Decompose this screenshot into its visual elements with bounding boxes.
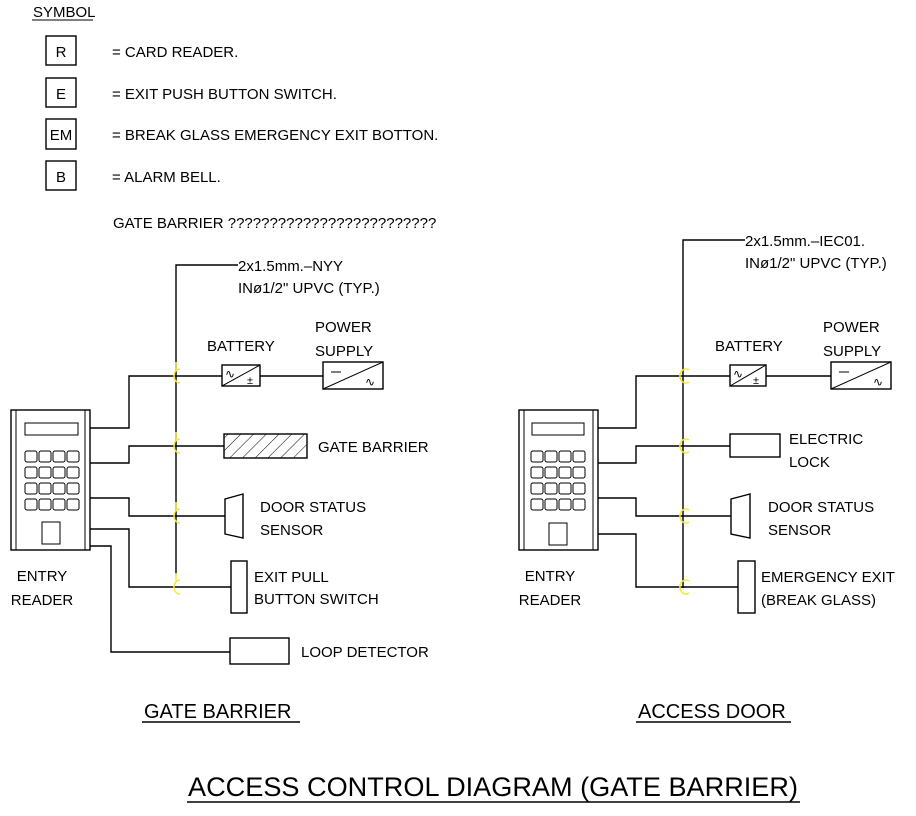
legend-note: GATE BARRIER ????????????????????????? — [113, 215, 436, 232]
entry-reader-label-1: ENTRY — [17, 568, 68, 585]
wire-gate-barrier — [90, 445, 224, 464]
gate-barrier-label: GATE BARRIER — [318, 439, 429, 456]
battery-label: BATTERY — [207, 338, 275, 355]
legend-desc-break-glass: = BREAK GLASS EMERGENCY EXIT BOTTON. — [112, 127, 438, 144]
exit-switch-label-1: EXIT PULL — [254, 569, 329, 586]
svg-text:±: ± — [753, 375, 759, 387]
wire-crossover-marks — [173, 362, 181, 595]
legend-symbol-r: R — [56, 44, 67, 61]
main-title: ACCESS CONTROL DIAGRAM (GATE BARRIER) — [188, 772, 798, 802]
cable-riser-line — [175, 264, 238, 575]
door-sensor-label-2: SENSOR — [768, 522, 832, 539]
wire-battery — [90, 375, 222, 429]
svg-text:∿: ∿ — [225, 367, 235, 381]
legend-symbol-em: EM — [50, 127, 73, 144]
door-sensor-label-1: DOOR STATUS — [768, 499, 874, 516]
emergency-exit-icon — [737, 560, 756, 614]
access-door-diagram: 2x1.5mm.–IEC01. INø1/2" UPVC (TYP.) ENTR… — [518, 233, 895, 723]
legend-symbol-e: E — [56, 86, 66, 103]
wire-emergency-exit — [598, 533, 738, 588]
wire-electric-lock — [598, 445, 730, 464]
gate-barrier-title: GATE BARRIER — [144, 701, 291, 723]
cable-riser-line — [682, 239, 745, 588]
wire-loop-detector — [90, 545, 231, 653]
cable-spec-line2: INø1/2" UPVC (TYP.) — [745, 255, 887, 272]
wire-battery — [598, 375, 730, 429]
svg-text:∿: ∿ — [365, 375, 375, 389]
legend-symbol-box — [45, 160, 77, 191]
door-status-sensor-icon — [730, 493, 751, 539]
loop-detector-label: LOOP DETECTOR — [301, 644, 429, 661]
door-status-sensor-icon — [224, 493, 244, 539]
legend-symbol-box — [45, 118, 77, 150]
entry-reader-icon — [518, 409, 599, 551]
svg-text:±: ± — [247, 375, 253, 387]
power-supply-label-1: POWER — [315, 319, 372, 336]
legend-desc-exit-push-button: = EXIT PUSH BUTTON SWITCH. — [112, 86, 337, 103]
wire-door-sensor — [90, 497, 225, 517]
gate-barrier-diagram: 2x1.5mm.–NYY INø1/2" UPVC (TYP.) ENTRY R… — [10, 258, 429, 723]
entry-reader-label-2: READER — [11, 592, 74, 609]
battery-label: BATTERY — [715, 338, 783, 355]
loop-detector-icon — [229, 637, 290, 665]
wire-door-sensor — [598, 497, 731, 517]
gate-barrier-icon — [223, 433, 308, 459]
legend: SYMBOL R = CARD READER. E = EXIT PUSH BU… — [32, 4, 438, 232]
exit-switch-label-2: BUTTON SWITCH — [254, 591, 379, 608]
emergency-exit-label-2: (BREAK GLASS) — [761, 592, 876, 609]
wire-exit-switch — [90, 528, 232, 588]
battery-icon: ∿ ± — [729, 364, 767, 387]
battery-icon: ∿ ± — [221, 364, 261, 387]
entry-reader-label-1: ENTRY — [525, 568, 576, 585]
electric-lock-label-2: LOCK — [789, 454, 830, 471]
door-sensor-label-2: SENSOR — [260, 522, 324, 539]
power-supply-icon: ∿ — [322, 361, 384, 390]
legend-symbol-box — [45, 35, 77, 66]
legend-desc-card-reader: = CARD READER. — [112, 44, 238, 61]
legend-symbol-box — [45, 77, 77, 108]
svg-text:∿: ∿ — [733, 367, 743, 381]
entry-reader-label-2: READER — [519, 592, 582, 609]
legend-symbol-b: B — [56, 169, 66, 186]
electric-lock-icon — [729, 433, 781, 458]
wire-crossover-marks — [679, 368, 690, 595]
svg-text:∿: ∿ — [873, 375, 883, 389]
power-supply-label-2: SUPPLY — [315, 343, 373, 360]
entry-reader-icon — [10, 409, 91, 551]
access-door-title: ACCESS DOOR — [638, 701, 786, 723]
legend-desc-alarm-bell: = ALARM BELL. — [112, 169, 221, 186]
electric-lock-label-1: ELECTRIC — [789, 431, 863, 448]
legend-heading: SYMBOL — [33, 4, 96, 21]
power-supply-label-2: SUPPLY — [823, 343, 881, 360]
exit-pull-switch-icon — [230, 560, 248, 614]
emergency-exit-label-1: EMERGENCY EXIT — [761, 569, 895, 586]
cable-spec-line2: INø1/2" UPVC (TYP.) — [238, 280, 380, 297]
cable-spec-line1: 2x1.5mm.–NYY — [238, 258, 343, 275]
cable-spec-line1: 2x1.5mm.–IEC01. — [745, 233, 865, 250]
door-sensor-label-1: DOOR STATUS — [260, 499, 366, 516]
power-supply-label-1: POWER — [823, 319, 880, 336]
power-supply-icon: ∿ — [830, 361, 892, 390]
